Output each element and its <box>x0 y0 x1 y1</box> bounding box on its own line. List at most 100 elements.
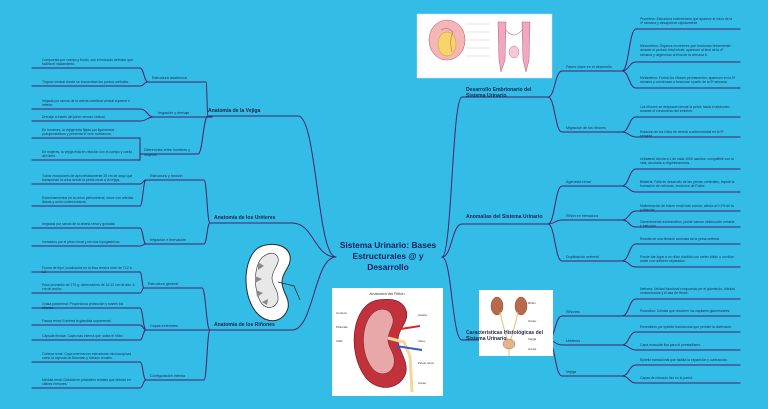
connector-line <box>547 96 563 133</box>
subtopic-configuracion-interna[interactable]: Configuración interna <box>150 374 186 378</box>
connector-line <box>547 219 563 225</box>
leaf-item[interactable]: Capas de músculo liso en la pared. <box>640 376 693 380</box>
connector-line <box>621 260 637 268</box>
leaf-item[interactable]: Estrechamientos en la unión pielouretera… <box>42 196 134 205</box>
leaf-item[interactable]: Compuesta por cuerpo y fondo, con el mús… <box>42 58 134 67</box>
connector-line <box>139 287 145 294</box>
connector-line <box>621 61 637 72</box>
connector-line <box>139 361 147 381</box>
svg-text:Vena: Vena <box>418 339 425 343</box>
connector-line <box>203 179 211 224</box>
connector-line <box>441 256 463 341</box>
leaf-item[interactable]: Bilateral: Falla de desarrollo de las ye… <box>640 180 735 189</box>
connector-line <box>291 256 337 331</box>
leaf-item[interactable]: En hombres, la vejiga está fijada por li… <box>42 128 115 137</box>
connector-line <box>621 116 637 133</box>
leaf-item[interactable]: Los riñones se desplazan desde la pelvis… <box>640 105 730 114</box>
svg-text:Pelvis renal: Pelvis renal <box>418 361 434 365</box>
leaf-item[interactable]: Irrigada por ramos de la arteria umbilic… <box>42 99 131 108</box>
connector-line <box>197 115 209 155</box>
connector-line <box>621 344 637 351</box>
urinary-system-image: Riñón Uréter Vejiga Uretra <box>479 290 553 356</box>
subtopic-vejiga[interactable]: Vejiga <box>566 370 577 374</box>
leaf-item[interactable]: Irrigados por ramos de la arteria renal … <box>42 222 116 226</box>
connector-line <box>139 116 155 122</box>
subtopic-rinones[interactable]: Riñones <box>566 310 580 314</box>
illustrations: Anatomía del Riñón Corteza Pirámide Cáli… <box>245 13 553 396</box>
connector-line <box>621 70 637 89</box>
connector-line <box>621 28 637 72</box>
leaf-item[interactable]: Pronefros: Estructura rudimentaria que a… <box>640 17 733 26</box>
connector-line <box>621 364 637 377</box>
connector-line <box>547 70 563 98</box>
leaf-item[interactable]: Malformación de fusión renal más común; … <box>640 204 734 213</box>
subtopic-capas-exteriores[interactable]: Capas exteriores <box>150 324 178 328</box>
connector-line <box>139 81 149 87</box>
subtopic-ureteres[interactable]: Uréteres <box>566 339 581 343</box>
connector-line <box>139 227 147 245</box>
leaf-item[interactable]: Mesonefros: Órganos excretores que funci… <box>640 44 731 57</box>
leaf-item[interactable]: En mujeres, la vejiga está en relación c… <box>42 150 133 159</box>
subtopic-estructura-y-funcion[interactable]: Estructura y función <box>150 174 183 178</box>
leaf-item[interactable]: Fascia renal: Encierra la glándula supra… <box>42 319 112 323</box>
leaf-item[interactable]: Epitelio transicional que facilita la ex… <box>640 358 729 362</box>
connector-line <box>139 379 147 389</box>
leaf-item[interactable]: Generalmente asintomático, puede causar … <box>640 220 735 229</box>
central-topic[interactable]: Sistema Urinario: Bases Estructurales @ … <box>339 240 437 272</box>
leaf-item[interactable]: Revestidos por epitelio transicional que… <box>640 325 732 329</box>
leaf-item[interactable]: Grasa pararrenal: Proporciona protección… <box>42 302 124 311</box>
connector-line <box>139 324 147 331</box>
connector-line <box>203 222 211 245</box>
branch-anatomia-de-la-vejiga[interactable]: Anatomía de la Vejiga <box>208 108 261 114</box>
svg-text:Uréter: Uréter <box>418 381 426 385</box>
connector-line <box>621 131 637 138</box>
subtopic-estructura-general[interactable]: Estructura general <box>148 282 179 286</box>
kidney-section-image: Anatomía del Riñón Corteza Pirámide Cáli… <box>332 288 443 396</box>
connector-line <box>139 329 147 341</box>
connector-line <box>139 108 155 118</box>
subtopic-irrigacion-e-inervacion[interactable]: Irrigación e inervación <box>150 238 187 242</box>
leaf-item[interactable]: Nefrona: Unidad funcional compuesta por … <box>640 287 735 296</box>
subtopic-estructura-anatomica[interactable]: Estructura anatómica <box>152 76 187 80</box>
subtopic-rinon-en-herradura[interactable]: Riñón en herradura <box>566 214 598 218</box>
leaf-item[interactable]: Puede dar lugar a un riñón dividido con … <box>640 255 735 264</box>
connector-line <box>547 185 563 225</box>
leaf-item[interactable]: Médula renal: Dividida en pirámides rena… <box>42 378 131 387</box>
leaf-item[interactable]: Unilateral: Afecta a 1 de cada 1000 naci… <box>640 157 734 166</box>
branch-anomalias-del-sistema-urinario[interactable]: Anomalías del Sistema Urinario <box>466 214 543 220</box>
svg-text:Pirámide: Pirámide <box>336 325 348 329</box>
connector-line <box>297 115 337 258</box>
subtopic-fases-clave-en-el-desarrollo[interactable]: Fases clave en el desarrollo <box>566 65 612 69</box>
leaf-item[interactable]: Capa muscular lisa para el peristaltismo… <box>640 343 702 347</box>
svg-text:Vejiga: Vejiga <box>528 337 537 341</box>
subtopic-migracion-de-los-rinones[interactable]: Migración de los riñones <box>566 126 606 130</box>
leaf-item[interactable]: Tubos musculares de aproximadamente 25 c… <box>42 174 133 183</box>
leaf-item[interactable]: Rotación de los hilios de ventral a ante… <box>640 130 724 139</box>
connector-line <box>139 67 149 83</box>
svg-text:Cáliz: Cáliz <box>336 339 343 343</box>
leaf-item[interactable]: Cápsula fibrosa: Capa más interna que ro… <box>42 334 124 338</box>
leaf-item[interactable]: Metanefros: Forma los riñones permanente… <box>640 76 736 85</box>
leaf-item[interactable]: Drenaje a través del plexo venoso vesica… <box>42 115 106 119</box>
subtopic-diferencias-entre-hombres-y-mujeres[interactable]: Diferencias entre hombres y mujeres <box>144 148 191 157</box>
connector-line <box>291 222 337 258</box>
leaf-item[interactable]: Forma de frijol, localizados en la fosa … <box>42 266 132 275</box>
connector-line <box>621 219 637 228</box>
subtopic-irrigacion-y-drenaje[interactable]: Irrigación y drenaje <box>158 111 190 115</box>
branch-anatomia-de-los-ureteres[interactable]: Anatomía de los Uréteres <box>214 215 276 221</box>
leaf-item[interactable]: Peso promedio de 170 g, dimensiones de 1… <box>42 283 135 292</box>
branch-desarrollo-embrionario-del-sistema-urina[interactable]: Desarrollo Embrionario del Sistema Urina… <box>466 87 532 100</box>
branch-lines <box>31 28 741 389</box>
leaf-item[interactable]: Podocitos: Células que recubren los capi… <box>640 309 731 313</box>
leaf-item[interactable]: Inervados por el plexo renal y nervios h… <box>42 240 121 244</box>
branch-anatomia-de-los-rinones[interactable]: Anatomía de los Riñones <box>214 322 275 328</box>
leaf-item[interactable]: Corteza renal: Capa externa con estructu… <box>42 352 132 361</box>
leaf-item[interactable]: Trígono vesical donde se encuentran los … <box>42 80 130 84</box>
subtopic-agenesia-renal[interactable]: Agenesia renal <box>566 180 591 184</box>
connector-line <box>621 243 637 262</box>
branch-caracteristicas-histologicas-del-sistema[interactable]: Características Histológicas del Sistema… <box>466 330 544 343</box>
connector-line <box>441 223 463 258</box>
subtopic-duplicacion-ureteral[interactable]: Duplicación ureteral <box>566 255 599 259</box>
leaf-item[interactable]: Resulta de una división anómala de la ye… <box>640 237 720 241</box>
